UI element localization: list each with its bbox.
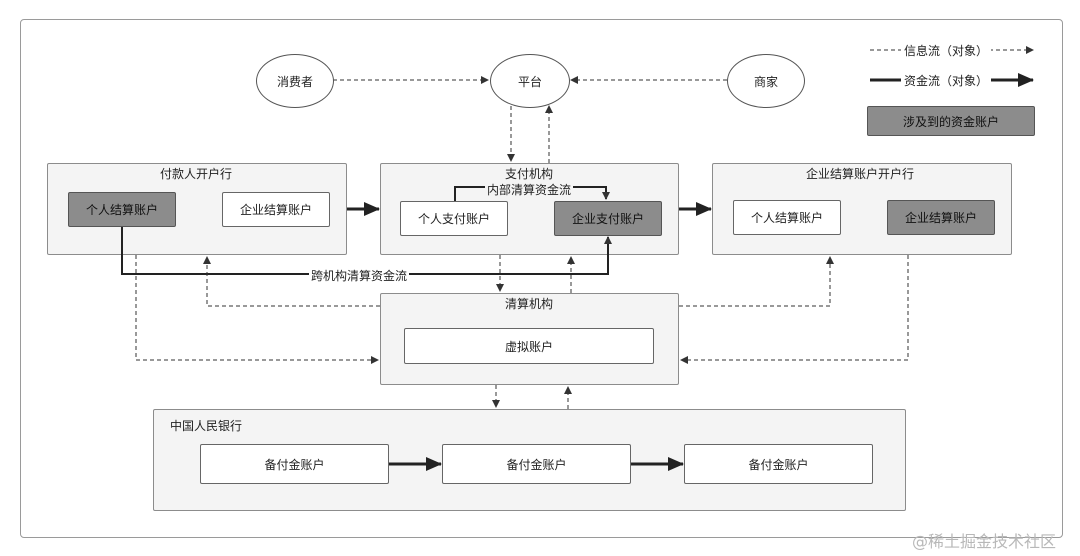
cross-institution-flow-label: 跨机构清算资金流	[309, 267, 410, 284]
corp-bank-title: 企业结算账户开户行	[806, 167, 915, 181]
legend-involved-account: 涉及到的资金账户	[867, 106, 1035, 136]
corp-bank-corporate-settlement-account: 企业结算账户	[887, 200, 995, 235]
reserve-account-3: 备付金账户	[684, 444, 873, 484]
corporate-payment-account: 企业支付账户	[554, 201, 662, 236]
payer-bank-title: 付款人开户行	[160, 167, 233, 181]
corp-bank-personal-settlement-account: 个人结算账户	[733, 200, 841, 235]
payment-institution-title: 支付机构	[505, 167, 554, 181]
reserve-account-2: 备付金账户	[442, 444, 631, 484]
reserve-account-1: 备付金账户	[200, 444, 389, 484]
pboc-title: 中国人民银行	[170, 419, 243, 433]
clearing-title: 清算机构	[505, 297, 554, 311]
legend-info-flow: 信息流（对象）	[901, 42, 992, 59]
personal-payment-account: 个人支付账户	[400, 201, 508, 236]
merchant-node: 商家	[727, 54, 805, 108]
legend-fund-flow: 资金流（对象）	[901, 72, 992, 89]
payer-corporate-settlement-account: 企业结算账户	[222, 192, 330, 227]
platform-node: 平台	[490, 54, 570, 108]
virtual-account: 虚拟账户	[404, 328, 654, 364]
watermark: @稀土掘金技术社区	[912, 532, 1057, 551]
internal-clearing-flow-label: 内部清算资金流	[485, 181, 574, 198]
consumer-node: 消费者	[256, 54, 334, 108]
payer-personal-settlement-account: 个人结算账户	[68, 192, 176, 227]
